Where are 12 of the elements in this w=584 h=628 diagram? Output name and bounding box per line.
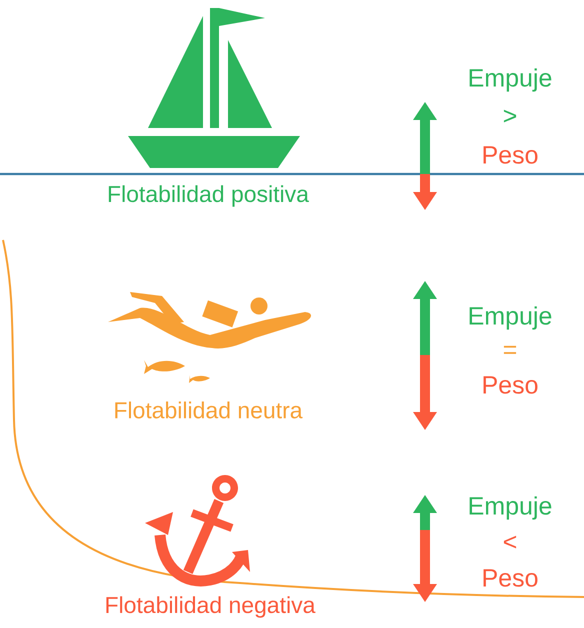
comparison-text: Empuje — [470, 496, 552, 520]
comparison-text: Empuje — [470, 68, 552, 92]
caption-text: Flotabilidad positiva — [108, 185, 309, 207]
comparison-sign: < — [504, 536, 516, 548]
comparison-text: Empuje — [470, 306, 552, 330]
comparison-text: Peso — [484, 569, 538, 587]
comparison-sign: > — [504, 110, 516, 122]
comparison-text: Peso — [484, 376, 538, 394]
caption-text: Flotabilidad negativa — [106, 596, 316, 618]
comparison-sign: = — [504, 346, 516, 354]
comparison-text: Peso — [484, 146, 538, 164]
caption-text: Flotabilidad neutra — [115, 402, 303, 418]
